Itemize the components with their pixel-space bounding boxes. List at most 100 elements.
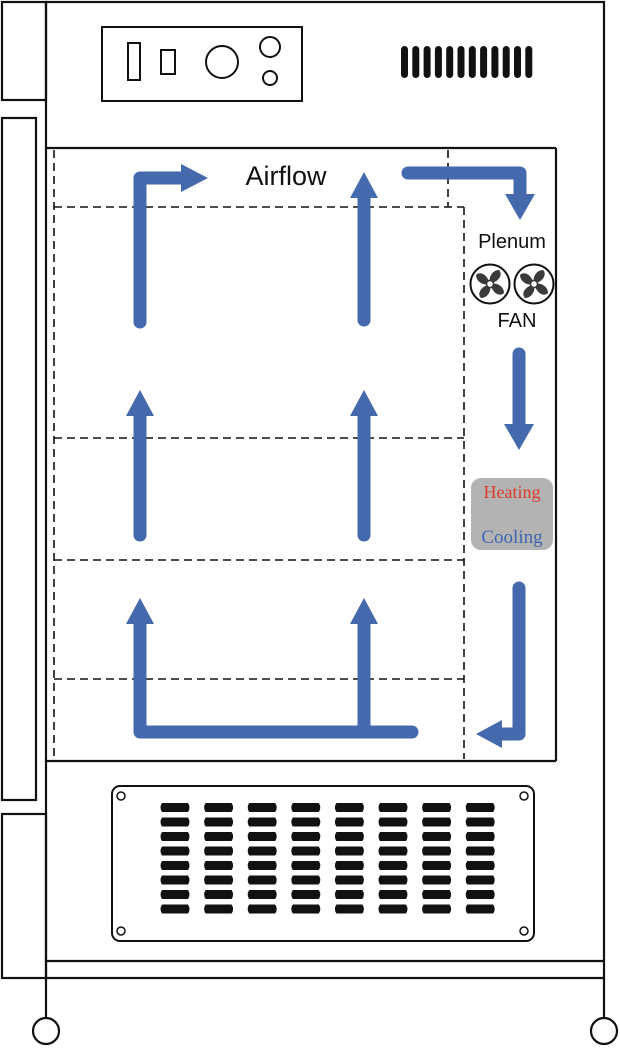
arrow-mid-center (350, 390, 378, 542)
vent-slot (334, 803, 364, 812)
vent-slot (465, 817, 495, 827)
arrow-top-center (350, 172, 378, 327)
dial-icon (205, 45, 239, 79)
heating-cooling-unit (471, 478, 553, 550)
vent-slot (378, 803, 408, 812)
airflow-label: Airflow (245, 161, 327, 191)
arrow-fan-down (504, 347, 534, 450)
vent-slot (422, 875, 452, 885)
vent-slot (514, 46, 521, 78)
vent-slot (247, 846, 277, 856)
vent-slot (204, 846, 234, 856)
vent-slot (465, 861, 495, 870)
vent-slot (160, 803, 190, 812)
vent-slot (160, 875, 190, 885)
vent-slot (204, 904, 234, 914)
cabinet-outline (44, 0, 606, 980)
vent-slot (291, 875, 321, 885)
fan-label: FAN (498, 310, 537, 332)
vent-slot (291, 803, 321, 812)
arrow-bottom-loop (126, 598, 419, 739)
vent-slot (401, 46, 408, 78)
vent-slot (412, 46, 420, 78)
top-vent-slots (401, 46, 533, 78)
vent-slot (378, 817, 408, 827)
vent-slot (204, 803, 234, 812)
vent-slot (422, 832, 452, 841)
arrow-plenum-inlet (401, 166, 535, 220)
vent-slot (247, 904, 277, 914)
screw-icon (116, 926, 126, 936)
vent-slot (446, 46, 454, 78)
airflow-arrows (126, 164, 535, 748)
vent-slot (160, 832, 190, 841)
screw-icon (519, 791, 529, 801)
arrow-mid-left (126, 390, 154, 542)
vent-slot (247, 890, 277, 899)
vent-slot (291, 832, 321, 841)
vent-slot (378, 861, 408, 870)
vent-slot (204, 832, 234, 841)
indicator-icon (160, 49, 176, 75)
casters (31, 978, 619, 1046)
vent-slot (422, 803, 452, 812)
vent-slot (465, 832, 495, 841)
vent-slot (204, 875, 234, 885)
vent-slot (247, 803, 277, 812)
arrow-top-left (133, 164, 208, 329)
vent-slot (291, 846, 321, 856)
fan-icon (469, 263, 511, 305)
vent-slot (247, 875, 277, 885)
vent-slot (291, 890, 321, 899)
vent-slot (465, 846, 495, 856)
heating-label: Heating (484, 482, 541, 502)
vent-slot (434, 46, 442, 78)
chamber-shelves (53, 150, 465, 759)
vent-slot (334, 832, 364, 841)
vent-slot (204, 817, 234, 827)
knob-icon (259, 36, 281, 58)
vent-slot (204, 861, 234, 870)
light-icon (262, 70, 278, 86)
vent-slot (160, 904, 190, 914)
vent-slot (204, 890, 234, 899)
screw-icon (116, 791, 126, 801)
vent-slot (160, 846, 190, 856)
control-panel (101, 26, 303, 102)
vent-slot (465, 890, 495, 899)
vent-slot (378, 846, 408, 856)
bottom-vent-panel (111, 785, 535, 942)
vent-slot (378, 875, 408, 885)
vent-slot (422, 861, 452, 870)
power-switch-icon (127, 42, 141, 81)
vent-slot (480, 46, 488, 78)
cooling-label: Cooling (481, 527, 543, 548)
vent-slot (422, 817, 452, 827)
vent-slot (160, 890, 190, 899)
vent-slot (378, 904, 408, 914)
vent-slot (334, 875, 364, 885)
vent-slot (334, 846, 364, 856)
vent-slot (247, 817, 277, 827)
vent-slot (247, 832, 277, 841)
vent-slot (291, 817, 321, 827)
fan-icon (513, 263, 555, 305)
vent-slot (465, 875, 495, 885)
vent-slot (378, 832, 408, 841)
vent-slot (502, 46, 510, 78)
vent-slot (334, 890, 364, 899)
vent-slot (422, 890, 452, 899)
arrow-return (476, 581, 526, 748)
vent-slots (160, 803, 495, 914)
vent-slot (423, 46, 431, 78)
vent-slot (334, 817, 364, 827)
vent-slot (468, 46, 476, 78)
vent-slot (525, 46, 533, 78)
vent-slot (247, 861, 277, 870)
door-left (0, 0, 48, 980)
vent-slot (334, 861, 364, 870)
vent-slot (160, 861, 190, 870)
vent-slot (422, 846, 452, 856)
vent-slot (491, 46, 499, 78)
